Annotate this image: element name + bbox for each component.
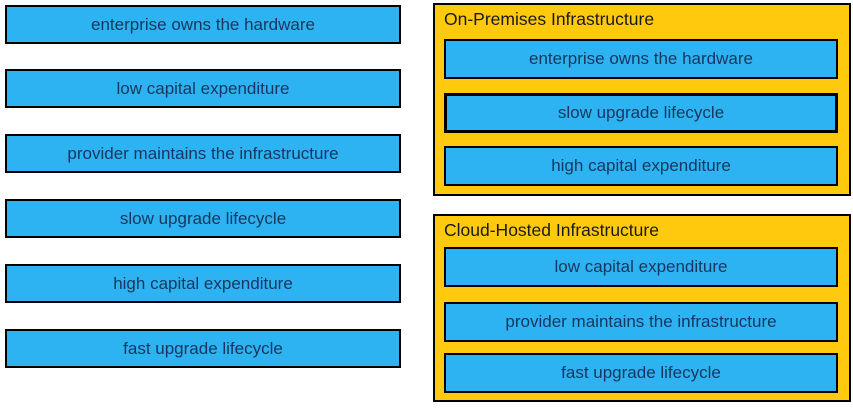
dropped-item[interactable]: slow upgrade lifecycle [444,93,838,133]
drag-item[interactable]: high capital expenditure [5,264,401,303]
dropped-item[interactable]: low capital expenditure [444,247,838,287]
drop-zone-title: On-Premises Infrastructure [444,9,655,29]
dropped-item[interactable]: enterprise owns the hardware [444,39,838,79]
drop-zone-on-premises[interactable]: On-Premises Infrastructure enterprise ow… [433,3,851,196]
dropped-item[interactable]: fast upgrade lifecycle [444,353,838,393]
drag-item[interactable]: fast upgrade lifecycle [5,329,401,368]
drop-zone-cloud-hosted[interactable]: Cloud-Hosted Infrastructure low capital … [433,214,851,402]
drag-item[interactable]: provider maintains the infrastructure [5,134,401,173]
drop-zone-title: Cloud-Hosted Infrastructure [444,220,659,240]
drag-item[interactable]: low capital expenditure [5,69,401,108]
drag-item[interactable]: enterprise owns the hardware [5,5,401,44]
drag-item[interactable]: slow upgrade lifecycle [5,199,401,238]
dropped-item[interactable]: provider maintains the infrastructure [444,302,838,342]
dropped-item[interactable]: high capital expenditure [444,146,838,186]
